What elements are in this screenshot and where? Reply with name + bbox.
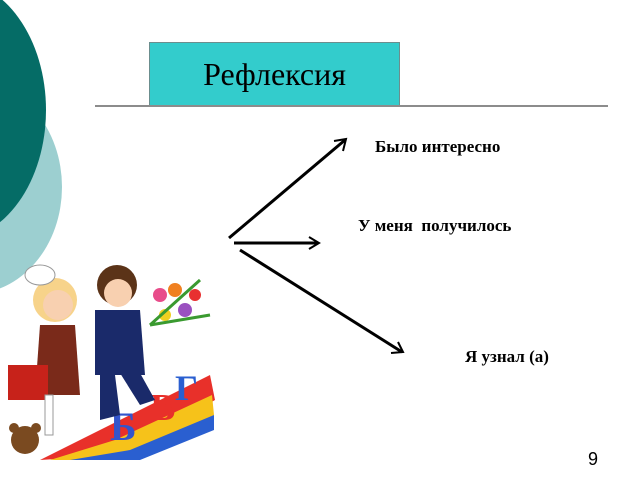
- schoolchildren-clipart: Б В Г: [8, 264, 215, 460]
- arrow-down-head: [390, 341, 405, 354]
- svg-text:В: В: [150, 387, 175, 429]
- arrow-up: [228, 138, 346, 240]
- decorative-circle-dark: [0, 0, 46, 223]
- arrows-diagram: [228, 137, 405, 354]
- decorative-circles: [0, 0, 62, 289]
- reflection-item-succeeded: У меня получилось: [358, 216, 512, 235]
- page-number: 9: [588, 449, 599, 469]
- title-divider: [95, 105, 608, 107]
- reflection-item-learned: Я узнал (а): [465, 347, 549, 366]
- arrow-up-head: [333, 137, 348, 152]
- reflection-item-interesting: Было интересно: [375, 137, 501, 156]
- arrow-down: [239, 248, 403, 354]
- slide-title: Рефлексия: [149, 42, 400, 106]
- svg-text:Г: Г: [175, 368, 198, 408]
- arrow-right-head: [308, 236, 321, 250]
